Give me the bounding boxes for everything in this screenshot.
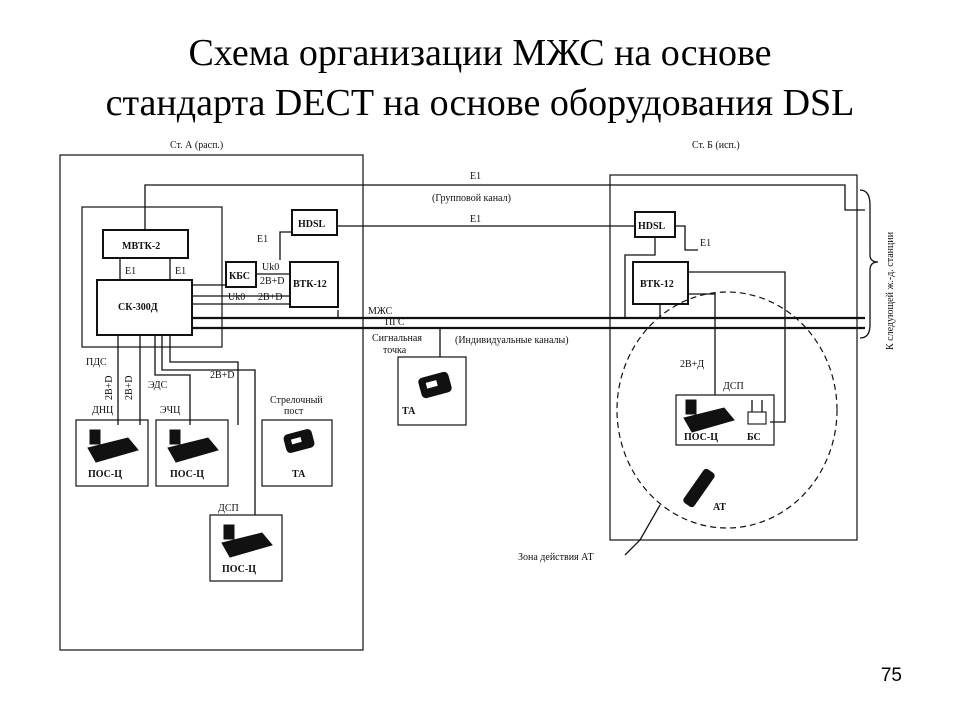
station-a-frame <box>59 154 364 651</box>
uk0-bottom-label: Uk0 <box>228 292 245 303</box>
station-b-frame <box>609 174 858 541</box>
eds-label: ЭДС <box>148 380 168 391</box>
group-channel-label: (Групповой канал) <box>432 193 511 204</box>
ta-signal-label: ТА <box>402 406 416 417</box>
title-line-1: Схема организации МЖС на основе <box>188 32 772 74</box>
signal-point-box <box>397 356 467 426</box>
hdsl-b-e1 <box>675 225 698 251</box>
e1-second-label: E1 <box>470 214 481 225</box>
ehc-box <box>155 419 229 487</box>
switch-post-line <box>169 335 239 425</box>
ehc-label: ЭЧЦ <box>160 405 180 416</box>
console-icon <box>167 429 219 463</box>
pos-c-2-label: ПОС-Ц <box>170 469 204 480</box>
dsp-a-line <box>161 335 256 515</box>
vtk-b-dsp-link <box>688 293 716 395</box>
hdsl-b-label: HDSL <box>638 221 666 232</box>
next-station-label: К следующей ж.-д. станции <box>885 231 896 350</box>
switch-post-label-2: пост <box>284 406 304 417</box>
two-b-d-b-label: 2В+Д <box>680 359 704 370</box>
hdsl-a-box <box>291 209 338 236</box>
base-station-icon <box>747 400 767 425</box>
console-icon <box>87 429 139 463</box>
pos-c-a-label: ПОС-Ц <box>222 564 256 575</box>
kbs-label: КБС <box>229 271 250 282</box>
switch-post-label-1: Стрелочный <box>270 395 323 406</box>
two-b-d-pds1-label: 2В+D <box>104 375 115 400</box>
pos-c-b-label: ПОС-Ц <box>684 432 718 443</box>
individual-channels-label: (Индивидуальные каналы) <box>455 335 569 346</box>
ta-switch-label: ТА <box>292 469 306 480</box>
slide-title: Схема организации МЖС на основе стандарт… <box>0 28 960 128</box>
dnc-label: ДНЦ <box>92 405 113 416</box>
zone-leader <box>624 504 661 556</box>
uk0-top-label: Uk0 <box>262 262 279 273</box>
page-number: 75 <box>880 665 902 686</box>
dsp-b-label: ДСП <box>723 381 744 392</box>
coverage-zone <box>616 291 838 529</box>
mvtk2-label: МВТК-2 <box>122 241 160 252</box>
dsp-b-box <box>675 394 775 446</box>
station-b-label: Ст. Б (исп.) <box>692 140 740 151</box>
mvtk2-box <box>102 229 189 259</box>
signal-point-label-2: точка <box>383 345 407 356</box>
e1-hdsl-a-label: E1 <box>257 234 268 245</box>
vtk12-b-label: ВТК-12 <box>640 279 674 290</box>
zone-label: Зона действия АТ <box>518 552 594 563</box>
two-b-d-pds2-label: 2В+D <box>124 375 135 400</box>
telephone-icon <box>418 371 452 399</box>
dnc-box <box>75 419 149 487</box>
e1-hdsl-b-label: E1 <box>700 238 711 249</box>
two-b-d-2-label: 2В+D <box>258 292 283 303</box>
sk300d-box <box>96 279 193 336</box>
hdsl-a-vtk-link <box>279 231 292 260</box>
mzhs-label: МЖС <box>368 306 393 317</box>
eds-line <box>154 335 191 425</box>
hdsl-a-label: HDSL <box>298 219 326 230</box>
handset-icon <box>683 468 715 508</box>
vtk12-a-label: ВТК-12 <box>293 279 327 290</box>
sk-enclosure <box>81 206 223 348</box>
two-b-d-eds-label: 2В+D <box>210 370 235 381</box>
e1-left-label: E1 <box>125 266 136 277</box>
next-station-bracket <box>859 189 879 339</box>
sk300d-label: СК-300Д <box>118 302 158 313</box>
telephone-icon <box>283 429 315 453</box>
bs-label: БС <box>747 432 761 443</box>
vtk12-a-box <box>289 261 339 308</box>
switch-post-box <box>261 419 333 487</box>
e1-right-label: E1 <box>175 266 186 277</box>
title-line-2: стандарта DECT на основе оборудования DS… <box>105 82 855 124</box>
two-b-d-1-label: 2В+D <box>260 276 285 287</box>
at-label: АТ <box>713 502 726 513</box>
vtk-b-bs-link <box>688 271 786 423</box>
pds-label: ПДС <box>86 357 107 368</box>
console-icon <box>221 524 273 558</box>
e1-top-label: E1 <box>470 171 481 182</box>
pos-c-1-label: ПОС-Ц <box>88 469 122 480</box>
pgs-label: ПГС <box>385 317 405 328</box>
dsp-a-box <box>209 514 283 582</box>
console-icon <box>683 399 735 433</box>
signal-point-label-1: Сигнальная <box>372 333 422 344</box>
dsp-a-label: ДСП <box>218 503 239 514</box>
hdsl-b-down <box>624 237 656 318</box>
station-a-label: Ст. А (расп.) <box>170 140 223 151</box>
e1-group-line <box>144 184 865 230</box>
